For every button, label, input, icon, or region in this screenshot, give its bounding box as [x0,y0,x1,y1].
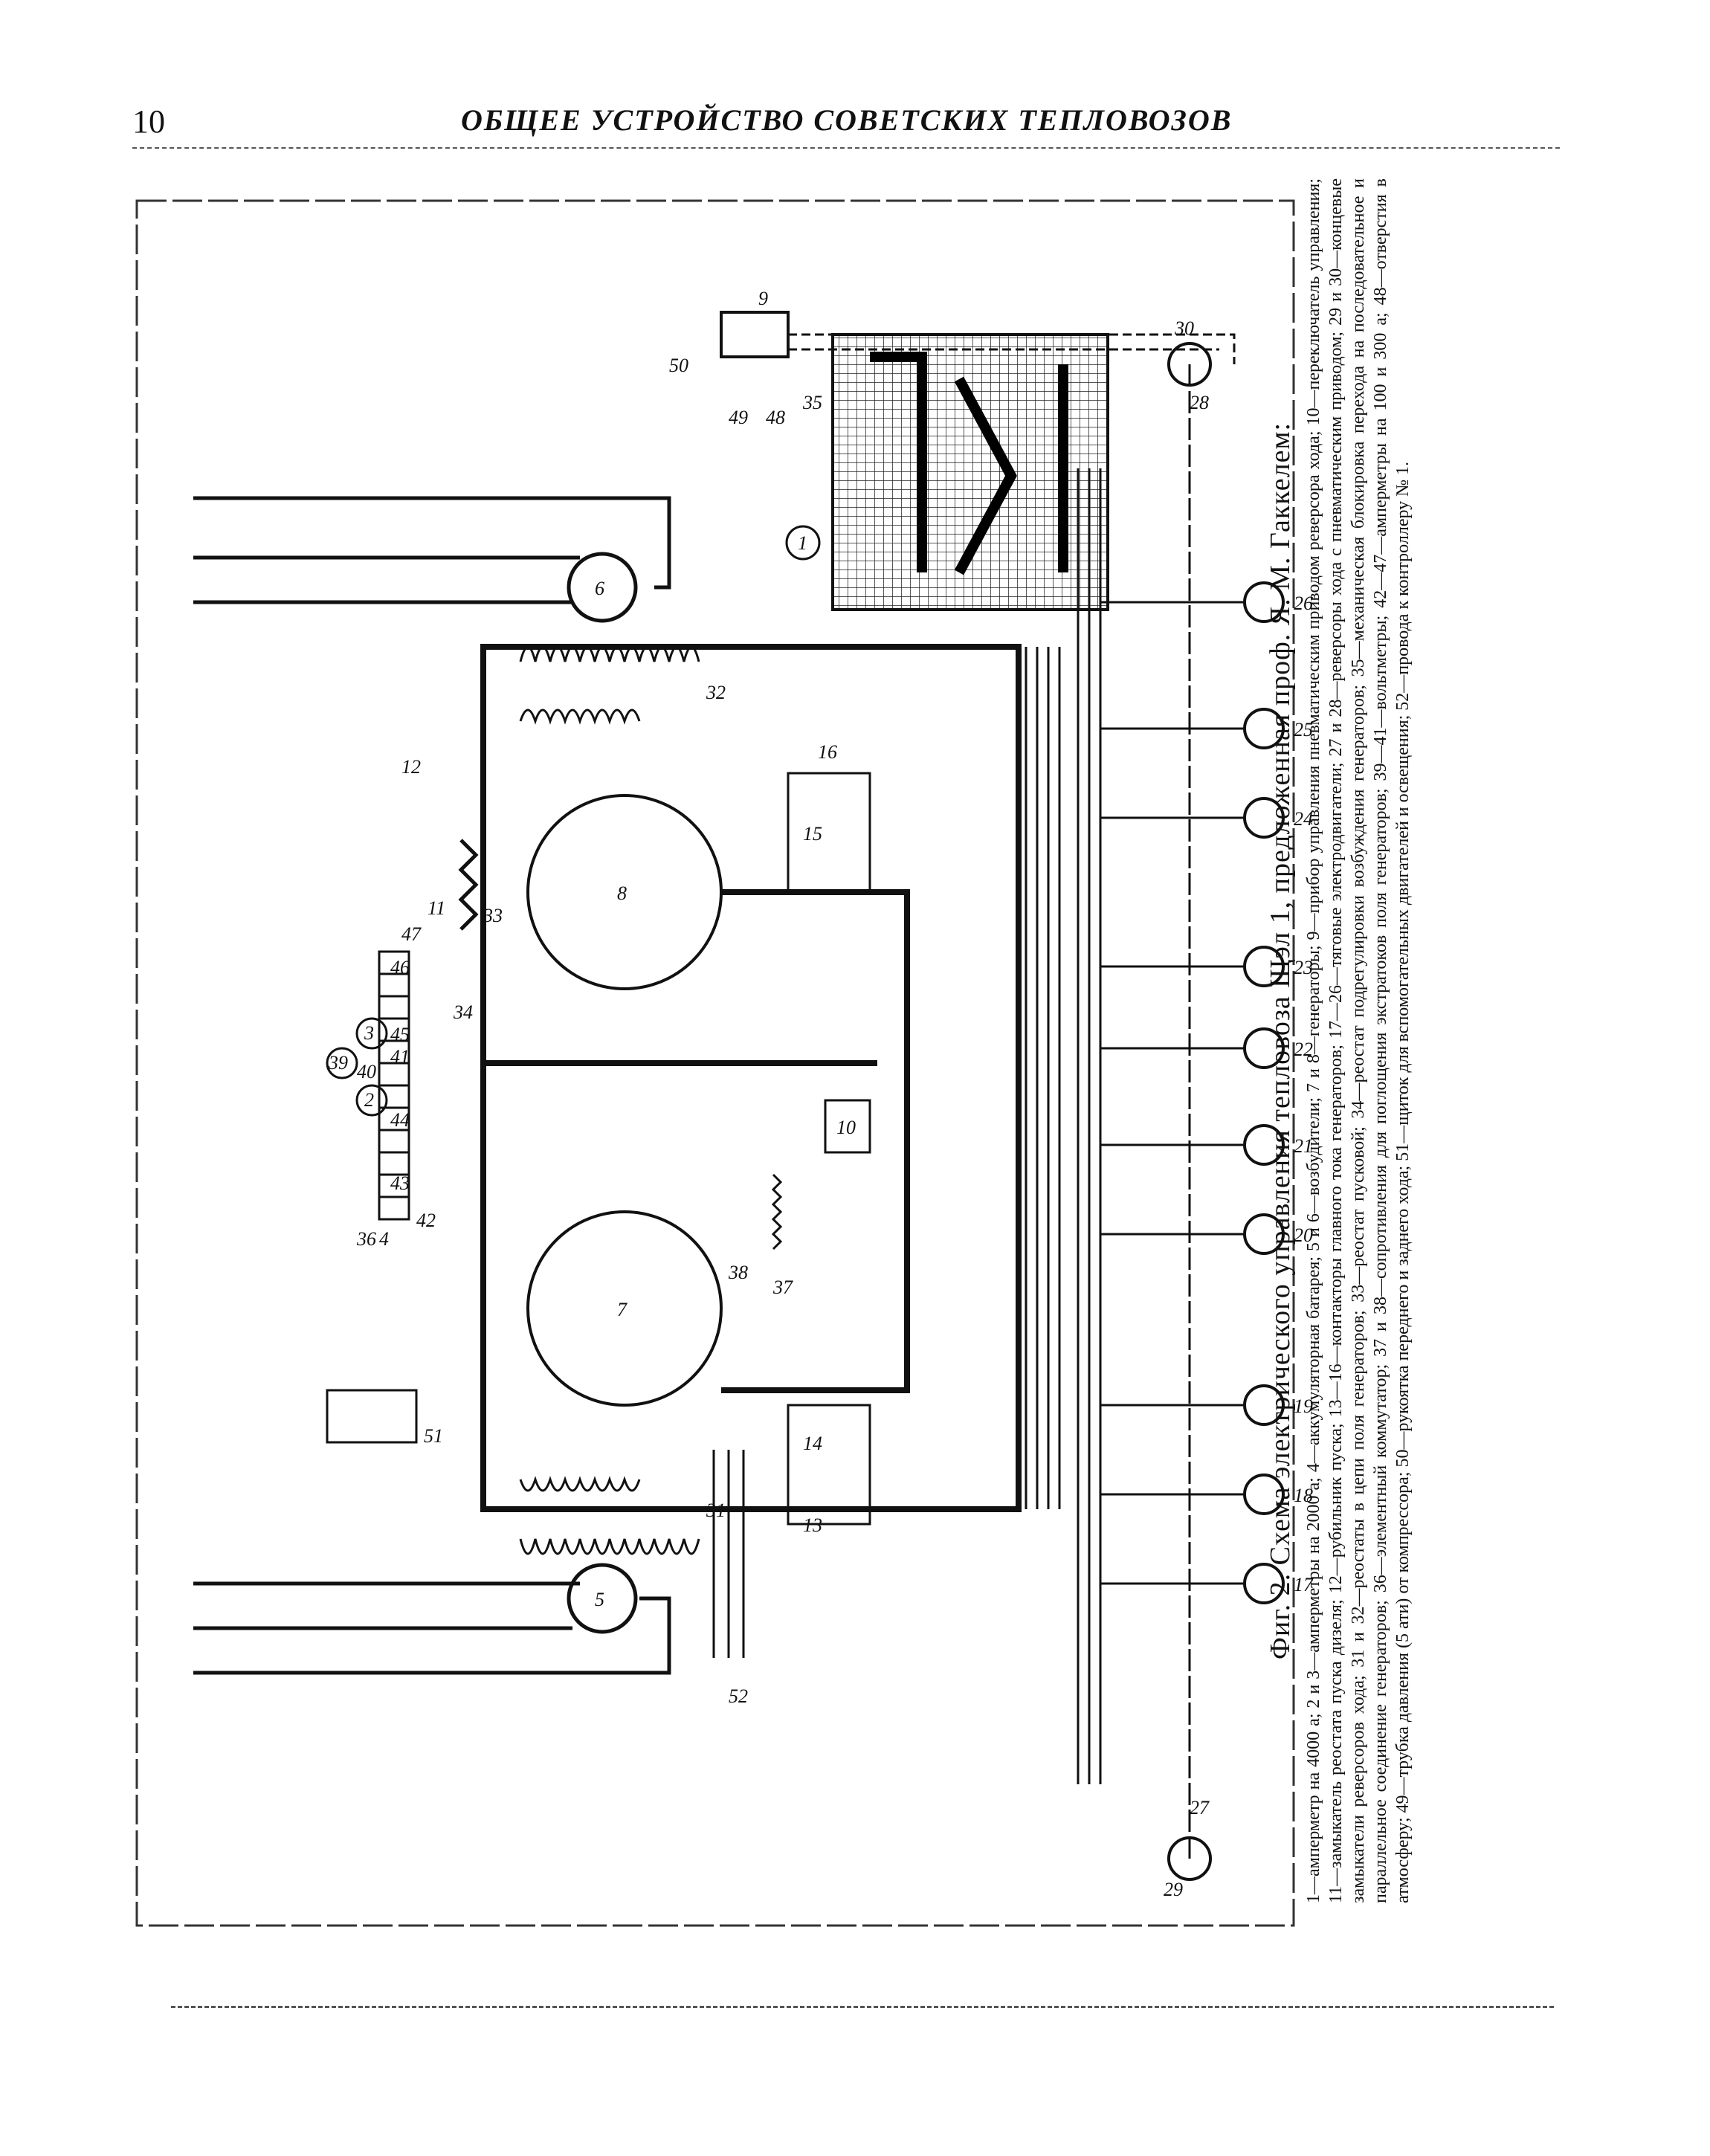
field-resistor-31 [519,1538,700,1555]
label-27: 27 [1190,1797,1210,1818]
ammeter-1 [785,525,821,561]
label-52: 52 [729,1685,748,1707]
footer-rule [171,2006,1554,2008]
label-31: 31 [706,1500,726,1521]
caption-title: Фиг. 2. Схема электрического управления … [1265,422,1296,1660]
label-40: 40 [357,1061,376,1082]
label-4: 4 [379,1228,389,1250]
label-34: 34 [453,1001,473,1023]
label-44: 44 [390,1109,410,1131]
label-25: 25 [1294,719,1313,740]
label-19: 19 [1294,1395,1313,1417]
exciter-6 [567,552,638,623]
generator-7 [526,1210,723,1407]
pneumatic-control-9 [720,311,790,358]
label-24: 24 [1294,808,1313,830]
label-28: 28 [1190,392,1209,413]
label-38: 38 [728,1262,748,1283]
label-35: 35 [802,392,822,413]
label-39: 39 [328,1052,348,1074]
label-17: 17 [1294,1574,1314,1595]
label-22: 22 [1294,1039,1313,1060]
ammeter-2 [355,1084,388,1117]
label-37: 37 [772,1277,793,1298]
label-20: 20 [1294,1224,1313,1246]
label-47: 47 [401,923,422,945]
label-50: 50 [669,355,688,376]
label-45: 45 [390,1024,410,1045]
label-49: 49 [729,407,748,428]
wiring-diagram-figure: 6 5 8 7 32 31 33 11 12 4 36 39 [134,178,1561,1940]
label-10: 10 [836,1117,856,1138]
switch-10 [824,1099,871,1154]
label-14: 14 [803,1433,822,1454]
label-36: 36 [356,1228,376,1250]
label-11: 11 [428,897,445,919]
label-21: 21 [1294,1135,1313,1157]
starting-resistor-33 [458,839,479,931]
label-23: 23 [1294,957,1313,978]
page-number: 10 [132,103,165,140]
label-16: 16 [818,741,837,763]
label-43: 43 [390,1172,410,1194]
figure-frame [135,199,1295,1927]
caption-body: 1—амперметр на 4000 а; 2 и 3—амперметры … [1304,178,1413,1903]
wiring-diagram: 6 5 8 7 32 31 33 11 12 4 36 39 [135,199,1314,1927]
ammeter-3 [355,1017,388,1050]
panel-51 [326,1389,418,1444]
label-5: 5 [595,1589,604,1610]
field-resistor-32 [519,645,700,662]
label-48: 48 [766,407,785,428]
label-9: 9 [758,288,768,309]
label-42: 42 [416,1210,436,1231]
label-18: 18 [1294,1485,1313,1506]
label-7: 7 [617,1299,627,1320]
label-46: 46 [390,957,410,978]
label-3: 3 [364,1022,374,1044]
label-12: 12 [401,756,421,778]
figure-caption: Фиг. 2. Схема электрического управления … [1264,178,1472,1903]
label-6: 6 [595,578,604,599]
label-15: 15 [803,823,822,845]
label-51: 51 [424,1425,443,1447]
voltmeter-39 [326,1047,358,1079]
exciter-5 [567,1563,638,1634]
resistor-37 [771,1173,783,1250]
header-rule [132,147,1560,149]
label-32: 32 [706,682,726,703]
label-26: 26 [1294,593,1313,614]
label-41: 41 [390,1046,410,1068]
label-29: 29 [1164,1879,1183,1900]
label-8: 8 [617,882,627,904]
label-2: 2 [364,1089,374,1111]
label-33: 33 [483,905,503,926]
label-1: 1 [798,532,807,554]
running-title: ОБЩЕЕ УСТРОЙСТВО СОВЕТСКИХ ТЕПЛОВОЗОВ [461,103,1233,137]
label-30: 30 [1174,317,1194,339]
